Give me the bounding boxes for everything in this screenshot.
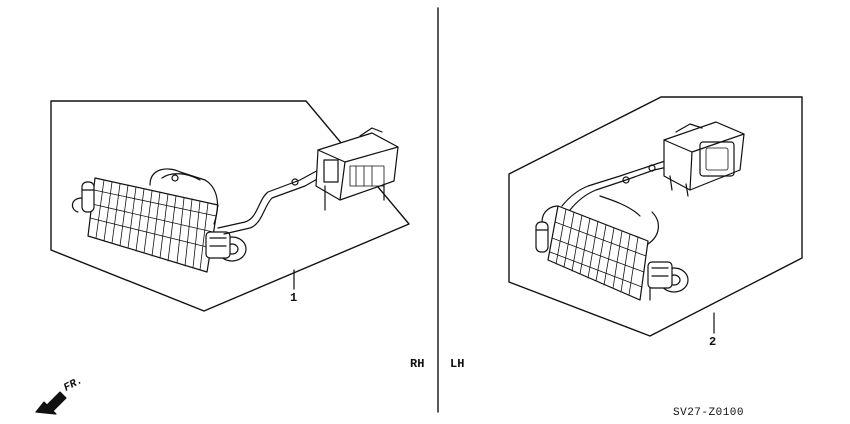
ac-kit-lh-illustration	[508, 96, 803, 337]
kit-1-frame	[50, 100, 410, 312]
ac-kit-rh-illustration	[50, 100, 410, 312]
condenser-lh	[547, 205, 649, 301]
evaporator-unit-rh	[315, 127, 399, 211]
callout-number-2: 2	[709, 335, 717, 349]
side-label-rh: RH	[410, 357, 425, 371]
refrigerant-lines-rh	[149, 167, 327, 235]
callout-number-1: 1	[290, 291, 298, 305]
side-label-lh: LH	[450, 357, 465, 371]
compressor-lh	[647, 211, 689, 301]
kit-2-frame	[508, 96, 803, 337]
front-direction-arrow-icon	[35, 391, 67, 415]
compressor-rh	[205, 231, 247, 262]
receiver-drier-rh	[71, 181, 95, 213]
diagram-code: SV27-Z0100	[673, 407, 745, 419]
receiver-drier-lh	[535, 205, 559, 253]
condenser-rh	[87, 177, 219, 273]
evaporator-unit-lh	[663, 121, 745, 197]
refrigerant-lines-lh	[561, 159, 673, 217]
